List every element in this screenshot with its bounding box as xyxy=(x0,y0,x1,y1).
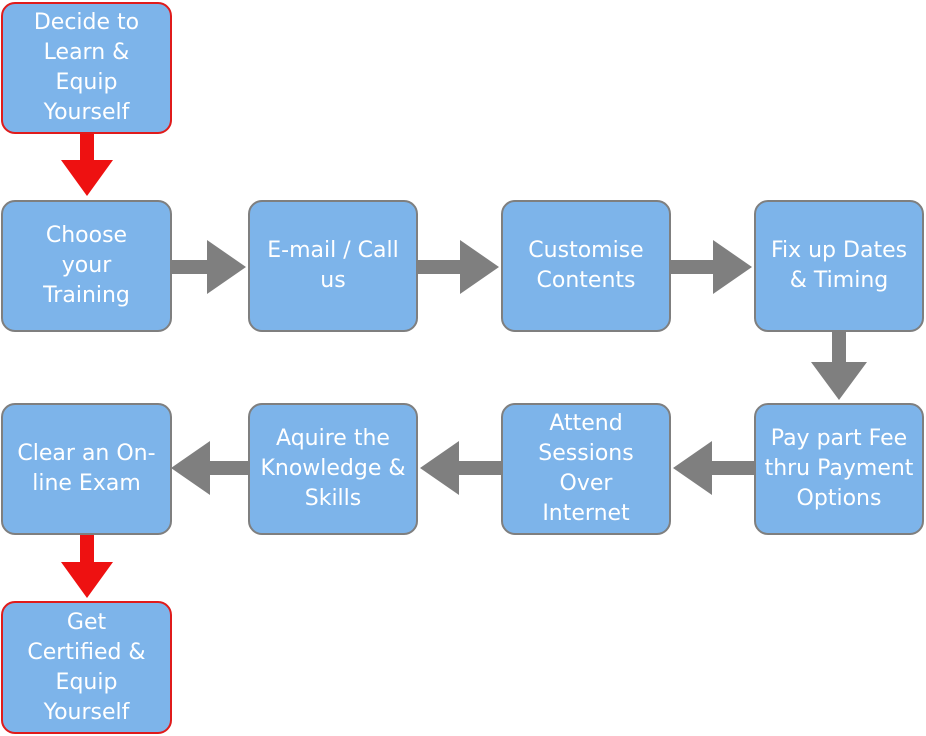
arrow-attend-to-aquire xyxy=(420,441,501,495)
node-pay: Pay part Fee thru Payment Options xyxy=(754,403,924,535)
node-aquire: Aquire the Knowledge & Skills xyxy=(248,403,418,535)
node-email-label: E-mail / Call us xyxy=(267,238,399,293)
arrow-customise-to-fixup xyxy=(671,240,752,294)
arrow-clear-to-certified xyxy=(61,534,113,598)
node-fixup: Fix up Dates & Timing xyxy=(754,200,924,332)
arrow-choose-to-email xyxy=(172,240,246,294)
node-certified-label: Get Certified & Equip Yourself xyxy=(27,609,146,725)
arrow-pay-to-attend xyxy=(673,441,754,495)
arrow-fixup-to-pay xyxy=(811,332,867,400)
node-attend-label: Attend Sessions Over Internet xyxy=(538,411,634,526)
node-fixup-label: Fix up Dates & Timing xyxy=(770,238,908,293)
arrow-email-to-customise xyxy=(418,240,499,294)
node-decide-label: Decide to Learn & Equip Yourself xyxy=(33,10,140,125)
node-choose-label: Choose your Training xyxy=(43,223,130,308)
node-attend: Attend Sessions Over Internet xyxy=(501,403,671,535)
arrow-aquire-to-clear xyxy=(171,441,248,495)
node-pay-label: Pay part Fee thru Payment Options xyxy=(764,426,914,511)
node-customise: Customise Contents xyxy=(501,200,671,332)
node-customise-label: Customise Contents xyxy=(528,238,644,293)
node-decide: Decide to Learn & Equip Yourself xyxy=(1,2,172,134)
node-aquire-label: Aquire the Knowledge & Skills xyxy=(260,426,406,511)
arrow-decide-to-choose xyxy=(61,134,113,196)
node-choose: Choose your Training xyxy=(1,200,172,332)
node-certified: Get Certified & Equip Yourself xyxy=(1,601,172,734)
node-email: E-mail / Call us xyxy=(248,200,418,332)
node-clear-label: Clear an On-line Exam xyxy=(17,441,156,496)
node-clear: Clear an On-line Exam xyxy=(1,403,172,535)
